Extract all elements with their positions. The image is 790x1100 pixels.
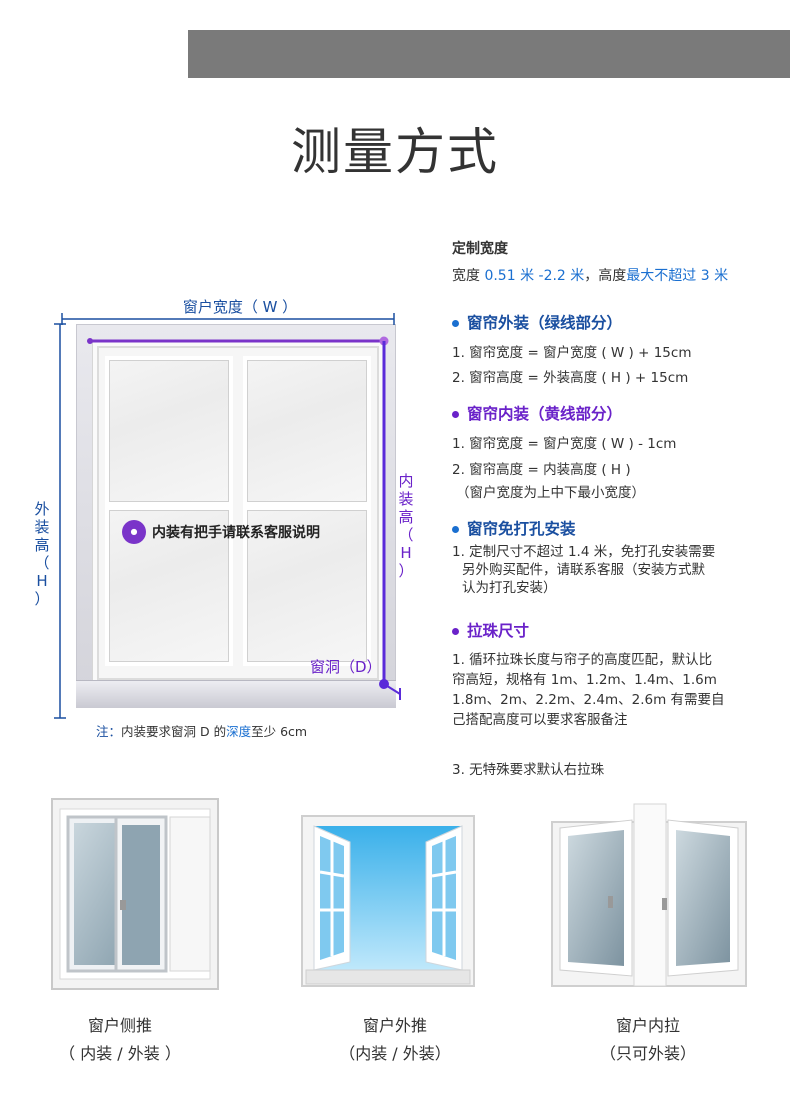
window-caption-inward: 窗户内拉 （只可外装）: [599, 1016, 696, 1063]
outer-height-label: 外 装 高 （ H ）: [34, 500, 50, 608]
bullet-icon: [452, 320, 459, 327]
inner-rule-note: （窗户宽度为上中下最小宽度）: [456, 485, 645, 501]
bullet-icon: [452, 411, 459, 418]
inner-height-label: 内 装 高 （ H ）: [398, 472, 414, 580]
inner-mount-title: 窗帘内装（黄线部分）: [452, 402, 782, 424]
inward-casement-image: [551, 803, 747, 987]
inner-rule-1: 1. 窗帘宽度 = 窗户宽度 ( W ) - 1cm: [452, 436, 677, 452]
no-drill-text: 1. 定制尺寸不超过 1.4 米，免打孔安装需要 另外购买配件，请联系客服（安装…: [452, 544, 716, 596]
bead-default-note: 3. 无特殊要求默认右拉珠: [452, 762, 605, 778]
inner-rule-2: 2. 窗帘高度 = 内装高度 ( H ): [452, 462, 631, 478]
no-drill-title: 窗帘免打孔安装: [452, 517, 782, 539]
handle-note: 内装有把手请联系客服说明: [152, 525, 320, 541]
outer-mount-title: 窗帘外装（绿线部分）: [452, 311, 782, 333]
custom-width-title: 定制宽度: [452, 241, 508, 257]
top-banner-bar: [188, 30, 790, 78]
window-pane: [105, 356, 233, 506]
bullet-icon: [452, 628, 459, 635]
window-sill: [76, 680, 396, 708]
window-frame: [97, 346, 379, 680]
window-caption-sliding: 窗户侧推 （ 内装 / 外装 ）: [59, 1016, 181, 1063]
width-label: 窗户宽度（ W ）: [182, 298, 298, 316]
page-title: 测量方式: [291, 123, 499, 181]
bullet-icon: [452, 526, 459, 533]
recess-depth-label: 窗洞（D）: [310, 658, 382, 676]
size-spec: 宽度 0.51 米 -2.2 米，高度最大不超过 3 米: [452, 268, 729, 284]
window-pane: [243, 356, 371, 506]
window-caption-outward: 窗户外推 （内装 / 外装）: [339, 1016, 451, 1063]
bead-chain-text: 1. 循环拉珠长度与帘子的高度匹配，默认比 帘高短，规格有 1m、1.2m、1.…: [452, 652, 725, 728]
outer-rule-1: 1. 窗帘宽度 = 窗户宽度 ( W ) + 15cm: [452, 345, 692, 361]
window-pane: [243, 506, 371, 666]
handle-info-icon: ●: [122, 520, 146, 544]
bead-chain-title: 拉珠尺寸: [452, 619, 782, 641]
depth-note: 注：内装要求窗洞 D 的深度至少 6cm: [96, 724, 308, 739]
outer-rule-2: 2. 窗帘高度 = 外装高度 ( H ) + 15cm: [452, 370, 689, 386]
sliding-window-image: [51, 798, 219, 990]
outward-casement-image: [301, 815, 475, 987]
